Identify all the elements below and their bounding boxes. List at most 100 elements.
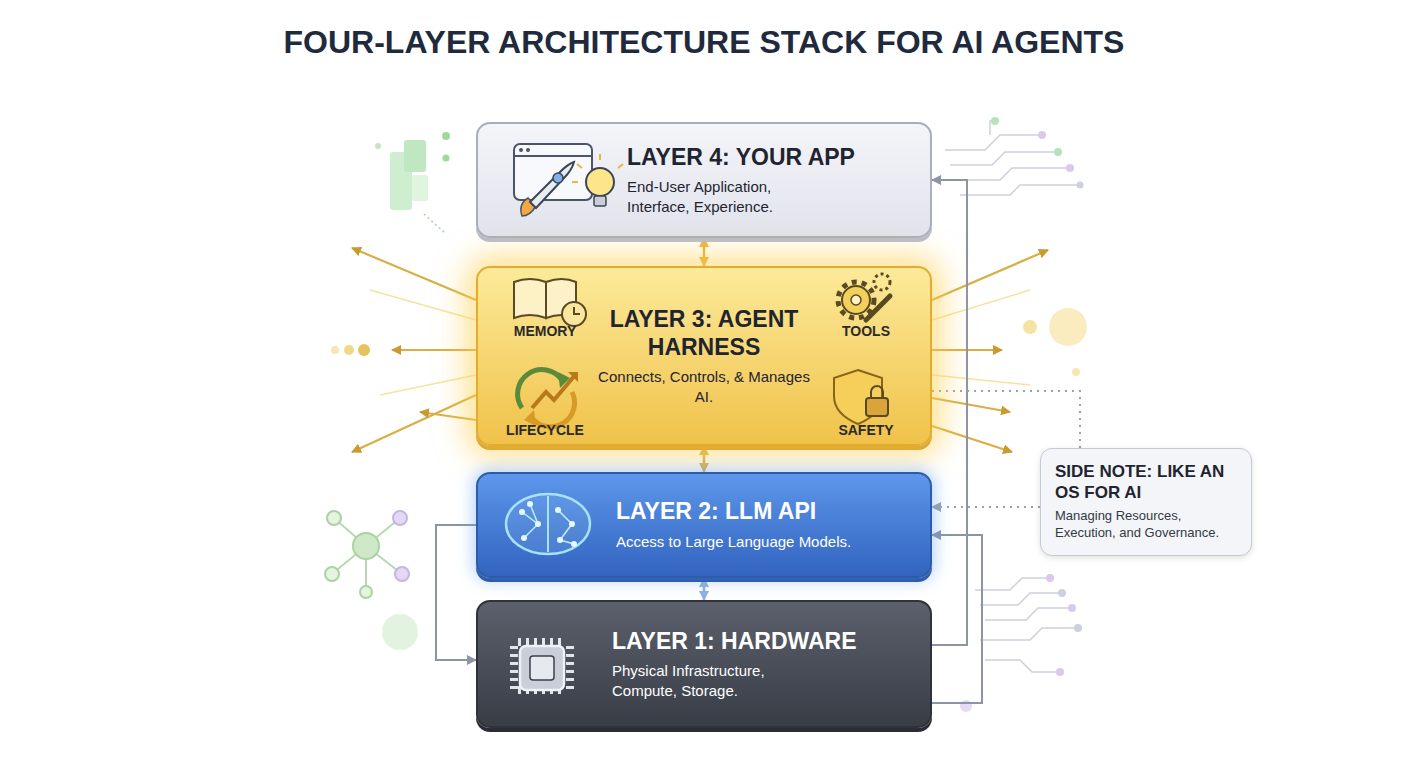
layer-body: Connects, Controls, & Manages AI. [590,367,818,406]
decor-shape [932,290,1030,320]
diagram-title: FOUR-LAYER ARCHITECTURE STACK FOR AI AGE… [0,24,1408,61]
decor-shape [344,345,354,355]
layer-body: Physical Infrastructure, Compute, Storag… [612,661,812,700]
decor-shape [514,155,592,157]
decor-shape [520,646,564,690]
connector-arrow [703,446,706,472]
decor-shape [522,504,574,544]
decor-shape [586,168,614,196]
component-label: MEMORY [514,323,576,339]
decor-shape [420,412,476,420]
decor-shape [547,496,549,552]
decor-shape [535,521,541,527]
layer-body: Access to Large Language Models. [616,532,910,552]
component-label: LIFECYCLE [506,422,584,438]
decor-shape [331,346,339,354]
decor-shape [375,143,381,149]
decor-shape [569,521,575,527]
soft-dot [960,700,972,712]
decor-shape [506,494,590,554]
connector-arrow [932,535,982,703]
decor-shape [392,349,476,351]
network-graph [325,511,409,598]
decor-shape [985,660,1060,672]
decor-shape [1072,368,1080,376]
decor-shape [519,509,525,515]
decor-shape [594,196,606,206]
decor-shape [871,386,883,398]
connector-arrow [703,238,706,266]
decor-shape [842,286,870,314]
decor-shape [572,154,623,182]
decor-shape [932,398,1010,412]
decor-shape [960,185,1080,195]
connector-arrow [932,391,1080,448]
decor-shape [442,132,450,140]
decor-shape [1058,589,1066,597]
component-label: TOOLS [842,323,890,339]
decor-shape [945,135,1042,150]
green-blocks [375,132,450,234]
connector-arrow [932,506,1040,508]
decor-shape [599,154,601,160]
decor-shape [932,426,1012,452]
decor-shape [991,117,999,125]
decor-shape [572,181,578,183]
decor-shape [555,507,561,513]
decor-shape [380,375,476,395]
circuit-traces [945,120,1080,672]
decor-shape [932,375,1030,385]
glow-rays [352,248,1048,452]
decor-shape [514,642,570,690]
layer-body: Managing Resources, Execution, and Gover… [1055,508,1239,542]
decor-shape [395,567,409,581]
decor-shape [527,501,533,507]
decor-shape [955,168,1070,180]
decor-shape [518,370,562,408]
decor-shape [358,344,370,356]
decor-shape [393,511,407,525]
note-box: SIDE NOTE: LIKE AN OS FOR AIManaging Res… [1040,448,1252,556]
decor-shape [327,511,341,525]
decor-shape [352,395,476,452]
decor-shape [424,214,446,234]
layer-icon [478,474,934,590]
layer-body: End-User Application, Interface, Experie… [627,177,827,216]
decor-shape [985,608,1072,620]
decor-shape [404,140,426,172]
decor-shape [412,175,428,201]
trace-ends [991,117,1084,676]
decor-shape [553,173,563,183]
decor-shape [566,646,574,690]
layer-box: LAYER 3: AGENT HARNESS Connects, Controls… [476,266,932,446]
decor-shape [1056,668,1064,676]
decor-shape [443,155,450,162]
decor-shape [1077,182,1084,189]
component-label: SAFETY [838,422,893,438]
layer-heading: LAYER 3: AGENT HARNESS [590,306,818,361]
decor-shape [866,398,888,416]
layer-heading: LAYER 2: LLM API [616,498,910,526]
connector-arrow [703,578,706,600]
decor-shape [519,501,577,547]
decor-shape [325,567,339,581]
decor-shape [950,152,1058,165]
decor-shape [577,164,582,168]
decor-shape [521,535,527,541]
decor-shape [560,524,572,540]
decor-shape [1023,320,1037,334]
decor-shape [568,372,578,382]
decor-shape [980,628,1078,640]
decor-shape [851,295,861,305]
decor-shape [1068,604,1076,612]
decor-shape [353,533,379,559]
decor-shape [557,537,563,543]
decor-shape [519,148,523,152]
decor-shape [360,586,372,598]
connector-arrow [436,525,476,660]
layer-heading: LAYER 1: HARDWARE [612,628,910,656]
decor-shape [574,307,580,314]
decor-shape [530,504,538,524]
layer-box: LAYER 2: LLM API Access to Large Language… [476,472,932,578]
